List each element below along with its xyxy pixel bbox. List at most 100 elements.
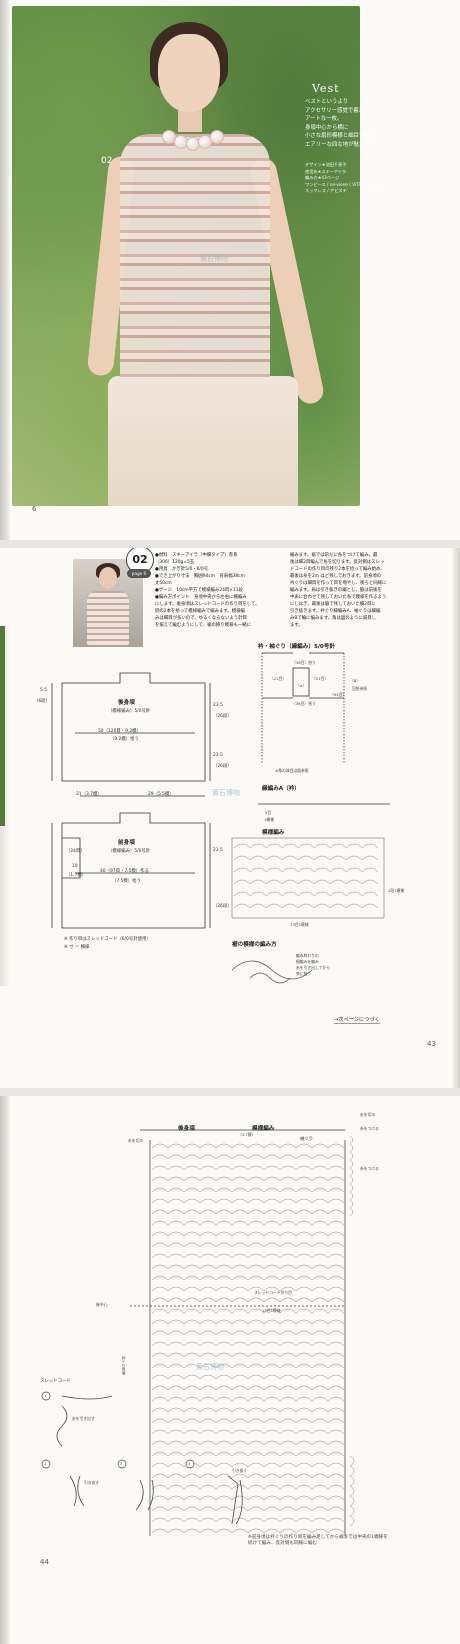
stitch-row [151,1440,345,1446]
front-neck-17: （1.7模） [66,873,87,878]
stitch-row [151,1418,345,1424]
page-chart: 後身頃 模様編み 袖ぐり 糸を切る 糸を切る 糸をつける 糸をつける （3.7模… [0,1096,460,1644]
front-body-outline [61,812,206,929]
stitch-row [151,1341,345,1347]
next-page-link: →次ページにつづく [334,1017,380,1024]
neck-94: （94目） [330,692,347,697]
stitch-row [151,1484,345,1490]
stitch-row [151,1451,345,1457]
step-1: 1 [44,1393,47,1398]
model-thumbnail [73,559,143,647]
step-4: 4 [188,1461,191,1466]
step-note-2: 引き出す [84,1480,100,1485]
item-number: 02 [101,156,113,166]
stitch-row [151,1242,345,1248]
stitch-row [151,1319,345,1325]
model-dress [108,376,298,506]
stitch-row [151,1396,345,1402]
stitch-row [151,1495,345,1501]
page-number: 44 [40,1558,49,1566]
footnote-symbol: ※ 寸 ＝ 横様 [64,945,90,950]
back-side-label: 5.5 [40,688,47,693]
back-body-outline [61,672,206,782]
instructions-text: 編みます。裾では前だに糸をつけて編み。最 後は細2目編んで糸を切ります。反対側は… [290,553,387,628]
stitch-row [151,1154,345,1160]
cut-yarn-label: 糸を切る [128,1138,144,1143]
previous-page-edge [0,626,10,986]
necklace [162,128,224,151]
stitch-row [151,1352,345,1358]
stitch-row [151,1473,345,1479]
watermark: 黄石博物 [196,1363,224,1371]
front-neck-10: 10 [72,864,78,869]
stitch-row [151,1187,345,1193]
center-line-label: 衿ぐり身頃 [122,1356,127,1375]
neck-b: （B） [350,678,361,683]
cord-pick-label: 13目1模様 [262,1308,281,1313]
stitch-row [151,1198,345,1204]
stitch-row [151,1143,345,1149]
back-pick-label: （9.2模）拾う [110,737,139,742]
edge-unit: 1模様 [264,817,275,822]
attach-yarn-label: 糸をつける [360,1166,379,1171]
stitch-row [151,1462,345,1468]
cord-title: スレッドコード [40,1379,71,1384]
bottom-note: ※前身頃は衿ぐりの作り目を編み足してから裾までは中央の1模様を 続けて編み、反対… [248,1535,388,1546]
cord-start-label: スレッドコード作り目 [254,1290,292,1295]
stitch-row [151,1286,345,1292]
page-gutter [0,0,10,540]
neck-pick-bottom: （38目）拾う [292,701,316,706]
stitch-row [151,1517,345,1523]
front-width-label: 40（97目・7.5模）作る [100,869,149,874]
stitch-row [151,1220,345,1226]
pattern-title: 模様編み [262,830,285,836]
neck-note: ※角の減目は図参照 [275,768,309,773]
back-rows-label: （26段） [213,714,232,719]
attach-yarn-label-top: 糸をつける [360,1126,379,1131]
front-neck-line [62,837,81,879]
watermark: 黄石博物 [200,255,228,263]
neck-a: （A） [296,683,307,688]
stitch-row [151,1231,345,1237]
stitch-row [151,1297,345,1303]
neck-22: （22目） [270,676,287,681]
front-pick-label: （7.5模）拾う [112,879,141,884]
step-2: 2 [44,1461,47,1466]
edge-title: 縁編みA（衿） [262,786,300,792]
front-height-label: 23.5 [213,848,223,853]
edge-repeat: 5目 [265,810,272,815]
front-body-subtitle: （模様編み）5/0号針 [108,849,151,854]
step-note-1: 糸を引き出す [72,1416,95,1421]
stitch-row [151,1528,345,1534]
schematic-diagrams [51,652,390,984]
page-gutter [452,548,460,1088]
back-body-title: 後身頃 [118,700,135,706]
front-rows-label: （26段） [213,904,232,909]
armhole-label: 袖ぐり [300,1137,314,1142]
pattern-rows: 2段1模様 [388,888,405,893]
page-gutter [0,1096,10,1644]
page-number: 6 [32,505,37,513]
stitch-row [151,1165,345,1171]
front-body-title: 前身頃 [118,840,135,846]
vest-description: ベストというより アクセサリー感覚で着たい、 アートな一枚。 身頃中心から横に … [305,99,386,148]
materials-list: ●材料 スキーアイラ（中細タイプ）赤系 （306）120g=5玉 ●用具 かぎ針… [155,553,260,628]
stitch-row [151,1363,345,1369]
vest-title: Vest [312,82,340,95]
neck-pick-top: （38目）拾う [292,660,316,665]
watermark: 黄石博物 [212,789,240,797]
step-note-3: 引き抜く [232,1468,248,1473]
neck-21: （21目） [312,676,329,681]
stitch-row [151,1209,345,1215]
hem-note: 編み終わりの 細編みを編み 糸を引き出してから 束に拾う [296,953,331,976]
center-back-label: 後中心 [96,1302,108,1307]
step-3: 3 [120,1461,123,1466]
vest-credits: デザイン★池田千恵子 使用糸★スキーアイラ 編み方★43ページ ワンピース / … [305,162,388,194]
back-side-rows-label: （6段） [34,699,50,704]
knit-vest [120,134,270,382]
stitch-row [151,1374,345,1380]
back-height-label: 23.5 [213,703,223,708]
back-lower-label: 23.5 [213,753,223,758]
stitch-chart [41,1129,355,1536]
back-lower-rows-label: （26段） [213,764,232,769]
